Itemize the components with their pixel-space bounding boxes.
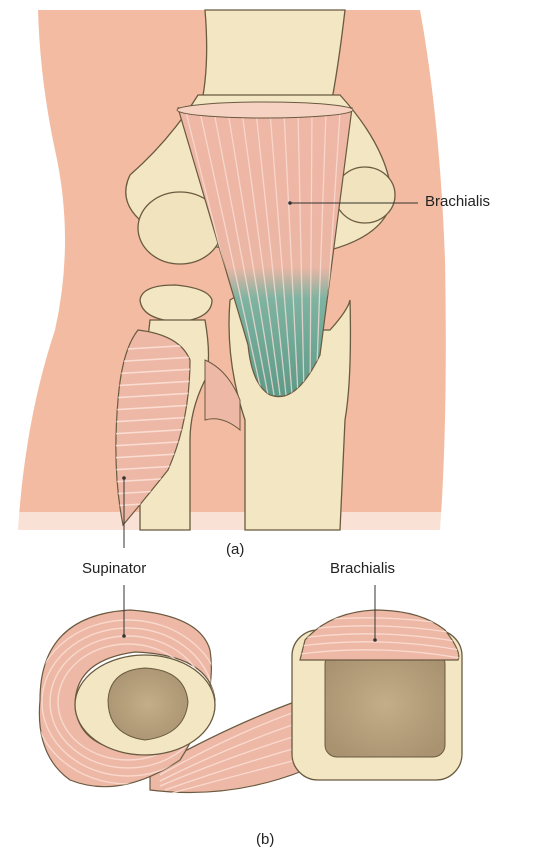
supinator-pointer-dot-b [122,634,126,638]
brachialis-label-a: Brachialis [425,193,490,210]
supinator-label: Supinator [82,560,146,577]
panel-a-label: (a) [226,541,244,558]
brachialis-pointer-dot-a [288,201,292,205]
brachialis-pointer-dot-b [373,638,377,642]
brachialis-label-b: Brachialis [330,560,395,577]
panel-b-label: (b) [256,831,274,848]
trochlea [335,167,395,223]
ulna-marrow [325,652,445,757]
supinator-pointer-dot [122,476,126,480]
brachialis-muscle-b [300,610,460,660]
